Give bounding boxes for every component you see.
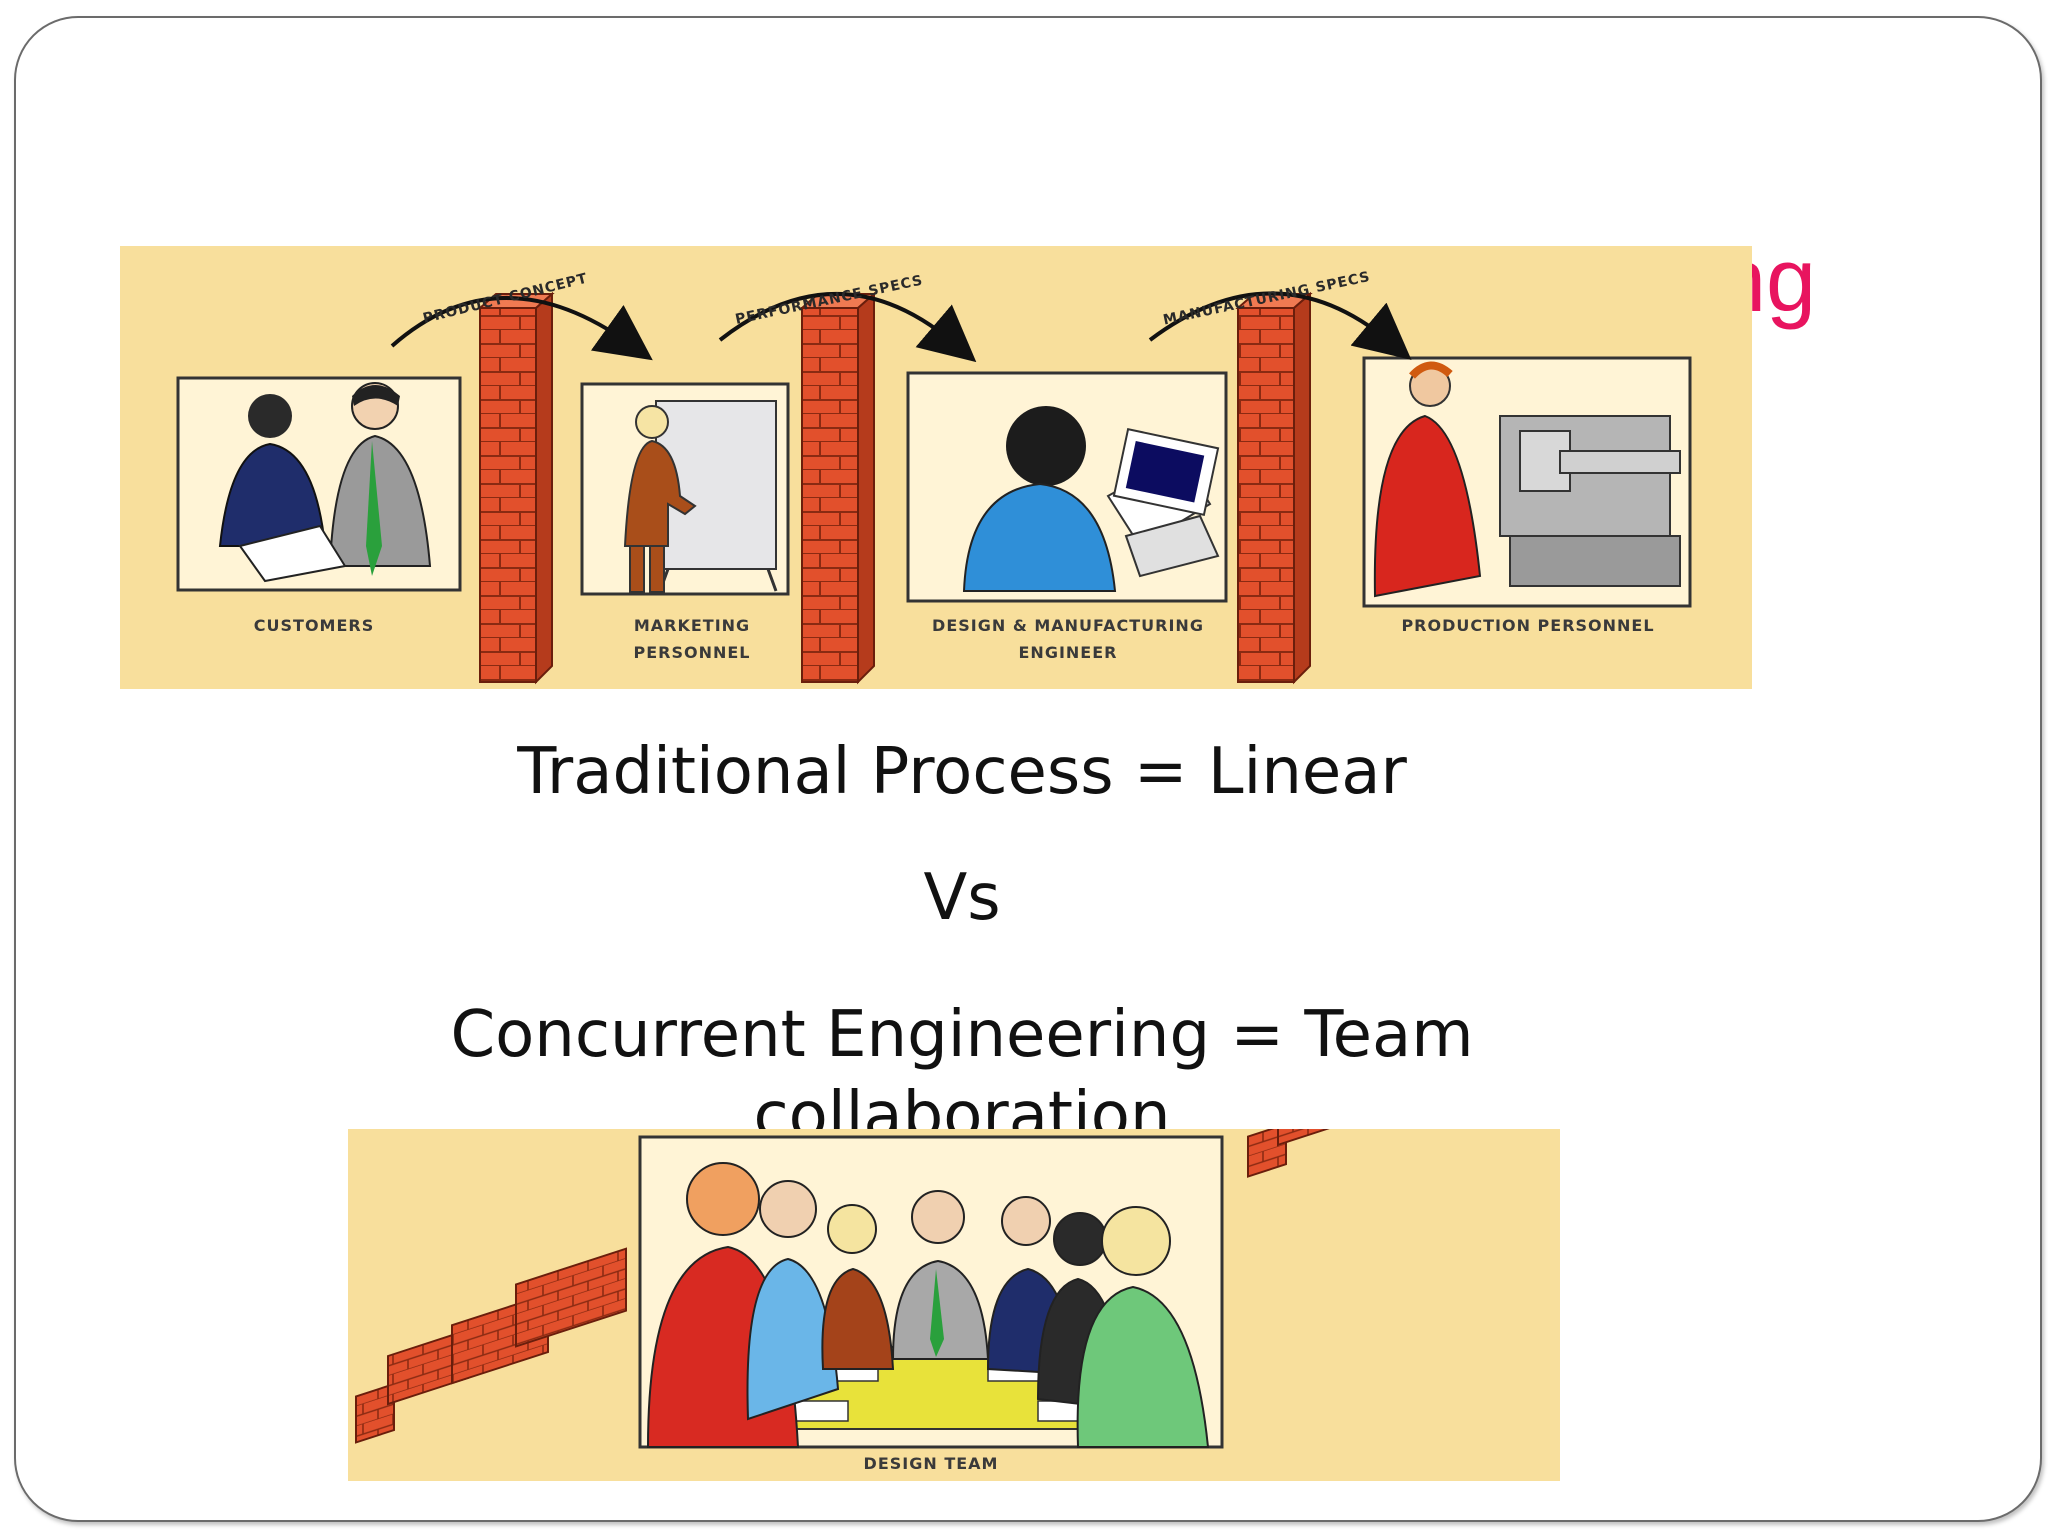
stage-label-marketing: MARKETING (634, 616, 750, 635)
production-figure (1373, 361, 1681, 598)
traditional-process-illustration: PRODUCT CONCEPT PERFORMANCE SPECS MANUFA… (120, 246, 1752, 689)
arrow-performance-specs (718, 292, 977, 363)
customers-figures (218, 382, 432, 583)
fallen-bricks-right (1247, 1129, 1359, 1178)
brick-wall (799, 291, 877, 685)
arrow-product-concept (390, 296, 653, 361)
design-team-label: DESIGN TEAM (864, 1454, 999, 1473)
arrow-manufacturing-specs (1148, 291, 1412, 360)
slide: ng (14, 16, 2042, 1522)
brick-wall (477, 291, 555, 685)
stage-label-design: DESIGN & MANUFACTURING (932, 616, 1204, 635)
line-concurrent-engineering: Concurrent Engineering = Team (450, 998, 1474, 1072)
team-members (646, 1162, 1210, 1448)
design-engineer-figure (962, 406, 1220, 592)
stage-label-marketing-2: PERSONNEL (633, 643, 750, 662)
stage-label-design-2: ENGINEER (1019, 643, 1118, 662)
brick-wall (1235, 291, 1313, 685)
fallen-bricks-left (355, 1247, 627, 1444)
stage-label-production: PRODUCTION PERSONNEL (1401, 616, 1654, 635)
marketing-figure (623, 400, 778, 593)
design-team-illustration: DESIGN TEAM (348, 1129, 1560, 1481)
line-vs: Vs (923, 861, 1001, 935)
stage-label-customers: CUSTOMERS (254, 616, 374, 635)
line-traditional-process: Traditional Process = Linear (517, 735, 1407, 809)
